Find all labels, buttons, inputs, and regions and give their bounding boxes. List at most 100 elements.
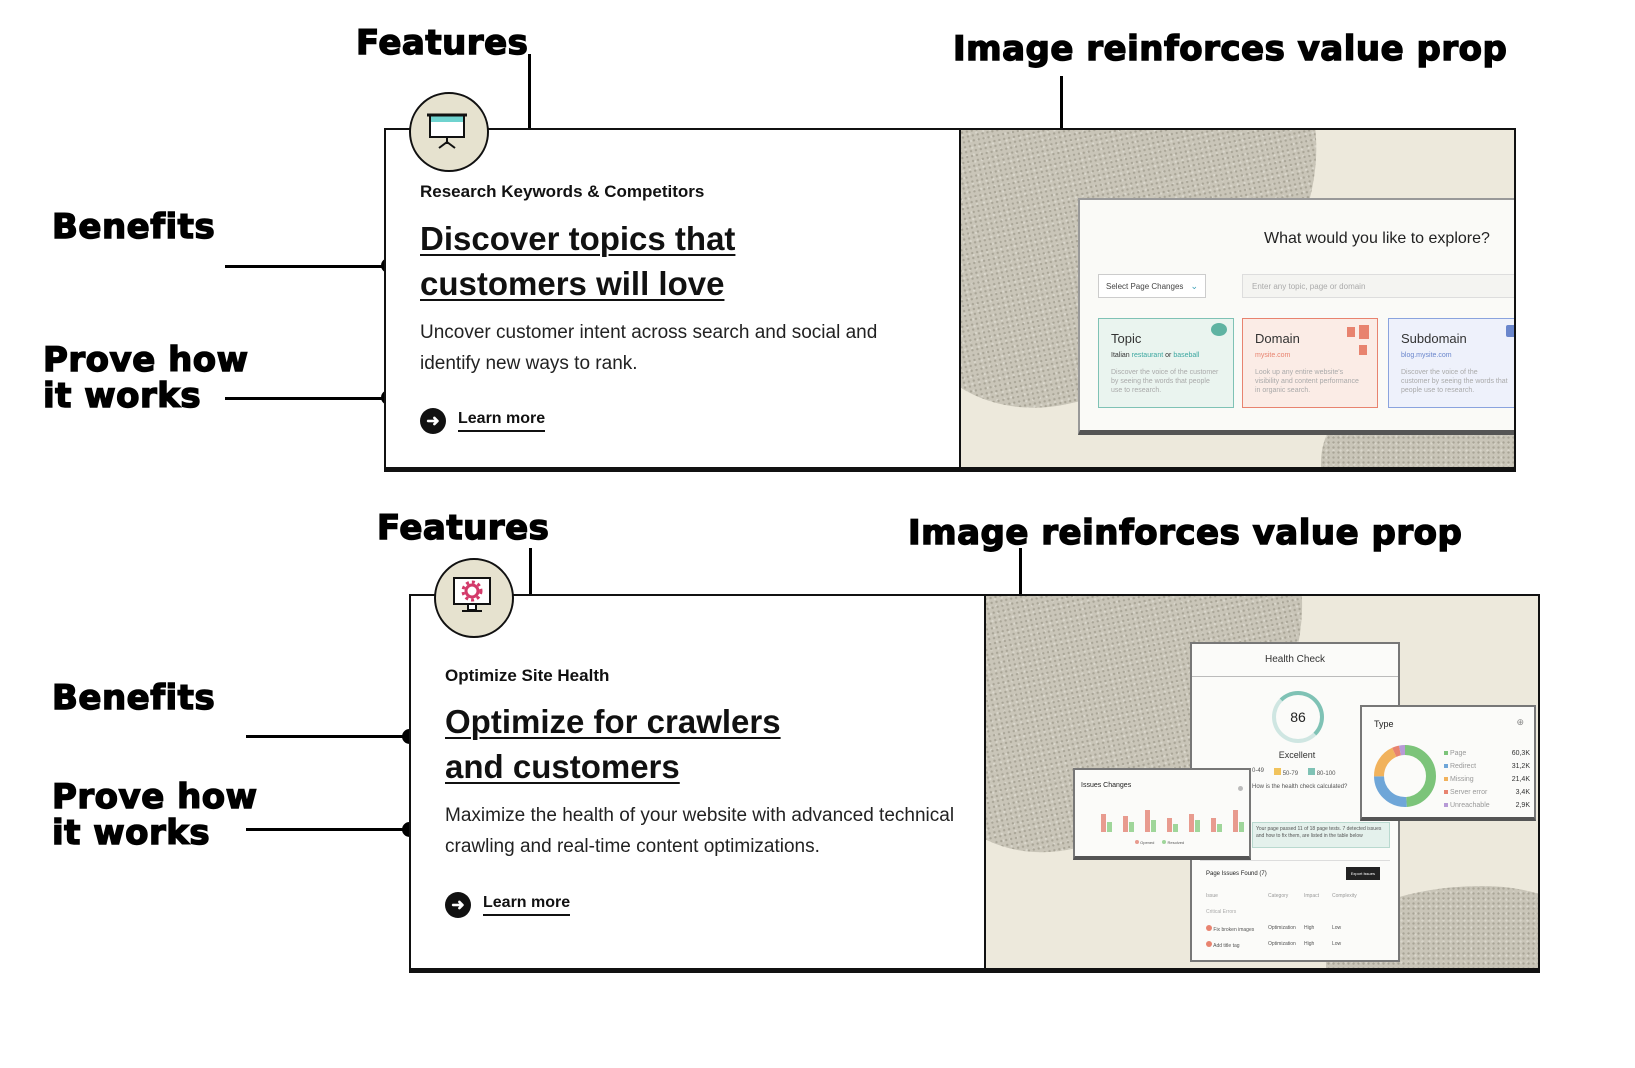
- arrow-right-icon: ➜: [445, 892, 471, 918]
- card-headline-link[interactable]: Optimize for crawlers and customers: [445, 699, 781, 789]
- table-row[interactable]: Add title tag Optimization High Low: [1206, 941, 1386, 949]
- annotation-prove-leader: [246, 828, 414, 831]
- legend-item: 50-79: [1274, 768, 1298, 777]
- score-ring: [1272, 691, 1324, 743]
- health-check-title: Health Check: [1192, 644, 1398, 677]
- card-headline-link[interactable]: Discover topics that customers will love: [420, 216, 735, 306]
- annotation-benefits: Benefits: [51, 678, 216, 718]
- explore-mockup: What would you like to explore? Select P…: [1078, 198, 1514, 435]
- feature-card-research: What would you like to explore? Select P…: [384, 128, 1516, 472]
- type-donut: [1374, 745, 1436, 807]
- issues-legend: Opened Resolved: [1135, 840, 1184, 845]
- more-icon: [1238, 786, 1243, 791]
- annotation-image-leader: [1019, 548, 1022, 638]
- body-line: crawling and real-time content optimizat…: [445, 836, 820, 857]
- select-label: Select Page Changes: [1106, 281, 1184, 291]
- body-line: Maximize the health of your website with…: [445, 805, 955, 826]
- annotation-image-value: Image reinforces value prop: [952, 29, 1508, 69]
- explore-question: What would you like to explore?: [1264, 230, 1490, 247]
- tile-topic-desc: Discover the voice of the customer by se…: [1111, 369, 1219, 394]
- card-body: Maximize the health of your website with…: [445, 800, 954, 862]
- learn-more-link[interactable]: ➜ Learn more: [420, 408, 546, 434]
- annotation-benefits: Benefits: [51, 207, 216, 247]
- explore-search-input[interactable]: Enter any topic, page or domain: [1242, 274, 1514, 298]
- col-header: Issue: [1206, 893, 1218, 899]
- card-image-pane: What would you like to explore? Select P…: [961, 130, 1514, 467]
- col-header: Impact: [1304, 893, 1320, 899]
- card-divider: [984, 596, 986, 968]
- feature-card-site-health: Health Check 86 Excellent 0-49 50-79 80-…: [409, 594, 1540, 973]
- presentation-board-icon: [409, 92, 489, 172]
- monitor-gear-icon: [434, 558, 514, 638]
- tile-domain-sub: mysite.com: [1255, 352, 1291, 359]
- tile-topic-title: Topic: [1111, 331, 1142, 346]
- annotation-prove-leader: [225, 397, 390, 400]
- health-score: 86: [1290, 709, 1306, 725]
- annotation-prove: Prove how it works: [51, 777, 258, 853]
- learn-more-link[interactable]: ➜ Learn more: [445, 892, 571, 918]
- annotation-features: Features: [376, 508, 550, 548]
- annotation-image-value: Image reinforces value prop: [907, 513, 1463, 553]
- card-image-pane: Health Check 86 Excellent 0-49 50-79 80-…: [986, 596, 1538, 968]
- document-icon: [1359, 345, 1367, 355]
- card-divider: [959, 130, 961, 467]
- tile-subdomain-title: Subdomain: [1401, 331, 1467, 346]
- issues-bars: [1101, 810, 1244, 832]
- type-title: Type: [1374, 719, 1394, 729]
- folder-icon: [1506, 325, 1514, 337]
- export-issues-button[interactable]: Export Issues: [1345, 867, 1380, 880]
- document-icon: [1347, 327, 1355, 337]
- how-calculated-link[interactable]: How is the health check calculated?: [1252, 784, 1348, 790]
- legend-item: Opened: [1135, 840, 1154, 845]
- headline-line: customers will love: [420, 265, 725, 302]
- learn-more-label: Learn more: [483, 894, 571, 916]
- globe-icon[interactable]: ⊕: [1516, 717, 1524, 727]
- tile-domain-desc: Look up any entire website's visibility …: [1255, 369, 1359, 394]
- card-eyebrow: Research Keywords & Competitors: [420, 182, 705, 201]
- issues-found-title: Page Issues Found (7): [1206, 871, 1267, 877]
- issues-changes-title: Issues Changes: [1081, 782, 1132, 789]
- tile-subdomain-desc: Discover the voice of the customer by se…: [1401, 369, 1508, 394]
- arrow-right-icon: ➜: [420, 408, 446, 434]
- legend-item: Resolved: [1162, 840, 1184, 845]
- chevron-down-icon: ⌄: [1190, 280, 1198, 291]
- legend-item: 0-49: [1252, 768, 1265, 774]
- headline-line: and customers: [445, 748, 680, 785]
- score-label: Excellent: [1278, 750, 1316, 760]
- chat-bubble-icon: [1211, 323, 1227, 336]
- headline-line: Discover topics that: [420, 220, 736, 257]
- passed-note: Your page passed 11 of 18 page tests. 7 …: [1252, 822, 1390, 848]
- table-row[interactable]: Fix broken images Optimization High Low: [1206, 925, 1386, 933]
- page-changes-select[interactable]: Select Page Changes ⌄: [1098, 274, 1206, 298]
- annotation-benefits-leader: [225, 265, 390, 268]
- annotation-benefits-leader: [246, 735, 414, 738]
- col-header: Complexity: [1332, 893, 1357, 899]
- legend-item: 80-100: [1308, 768, 1335, 777]
- score-legend: 0-49 50-79 80-100: [1252, 768, 1335, 777]
- annotation-image-leader: [1060, 76, 1063, 166]
- body-line: Uncover customer intent across search an…: [420, 322, 878, 343]
- issues-found-table: Page Issues Found (7) Export Issues Issu…: [1200, 860, 1390, 959]
- tile-domain[interactable]: Domain mysite.com Look up any entire web…: [1242, 318, 1378, 408]
- tile-domain-title: Domain: [1255, 331, 1300, 346]
- annotation-features-leader: [528, 54, 531, 144]
- annotation-features-leader: [529, 548, 532, 638]
- tile-topic-sub: Italian restaurant or baseball: [1111, 352, 1200, 359]
- tile-subdomain[interactable]: Subdomain blog.mysite.com Discover the v…: [1388, 318, 1514, 408]
- card-eyebrow: Optimize Site Health: [445, 666, 610, 685]
- learn-more-label: Learn more: [458, 410, 546, 432]
- headline-line: Optimize for crawlers: [445, 703, 781, 740]
- annotation-prove: Prove how it works: [42, 340, 249, 416]
- tile-subdomain-sub: blog.mysite.com: [1401, 352, 1452, 359]
- body-line: identify new ways to rank.: [420, 353, 638, 374]
- tile-topic[interactable]: Topic Italian restaurant or baseball Dis…: [1098, 318, 1234, 408]
- table-header: Issue Category Impact Complexity: [1206, 893, 1386, 899]
- issues-changes-panel: Issues Changes Opened Resolved: [1073, 768, 1251, 860]
- annotation-features: Features: [355, 23, 529, 63]
